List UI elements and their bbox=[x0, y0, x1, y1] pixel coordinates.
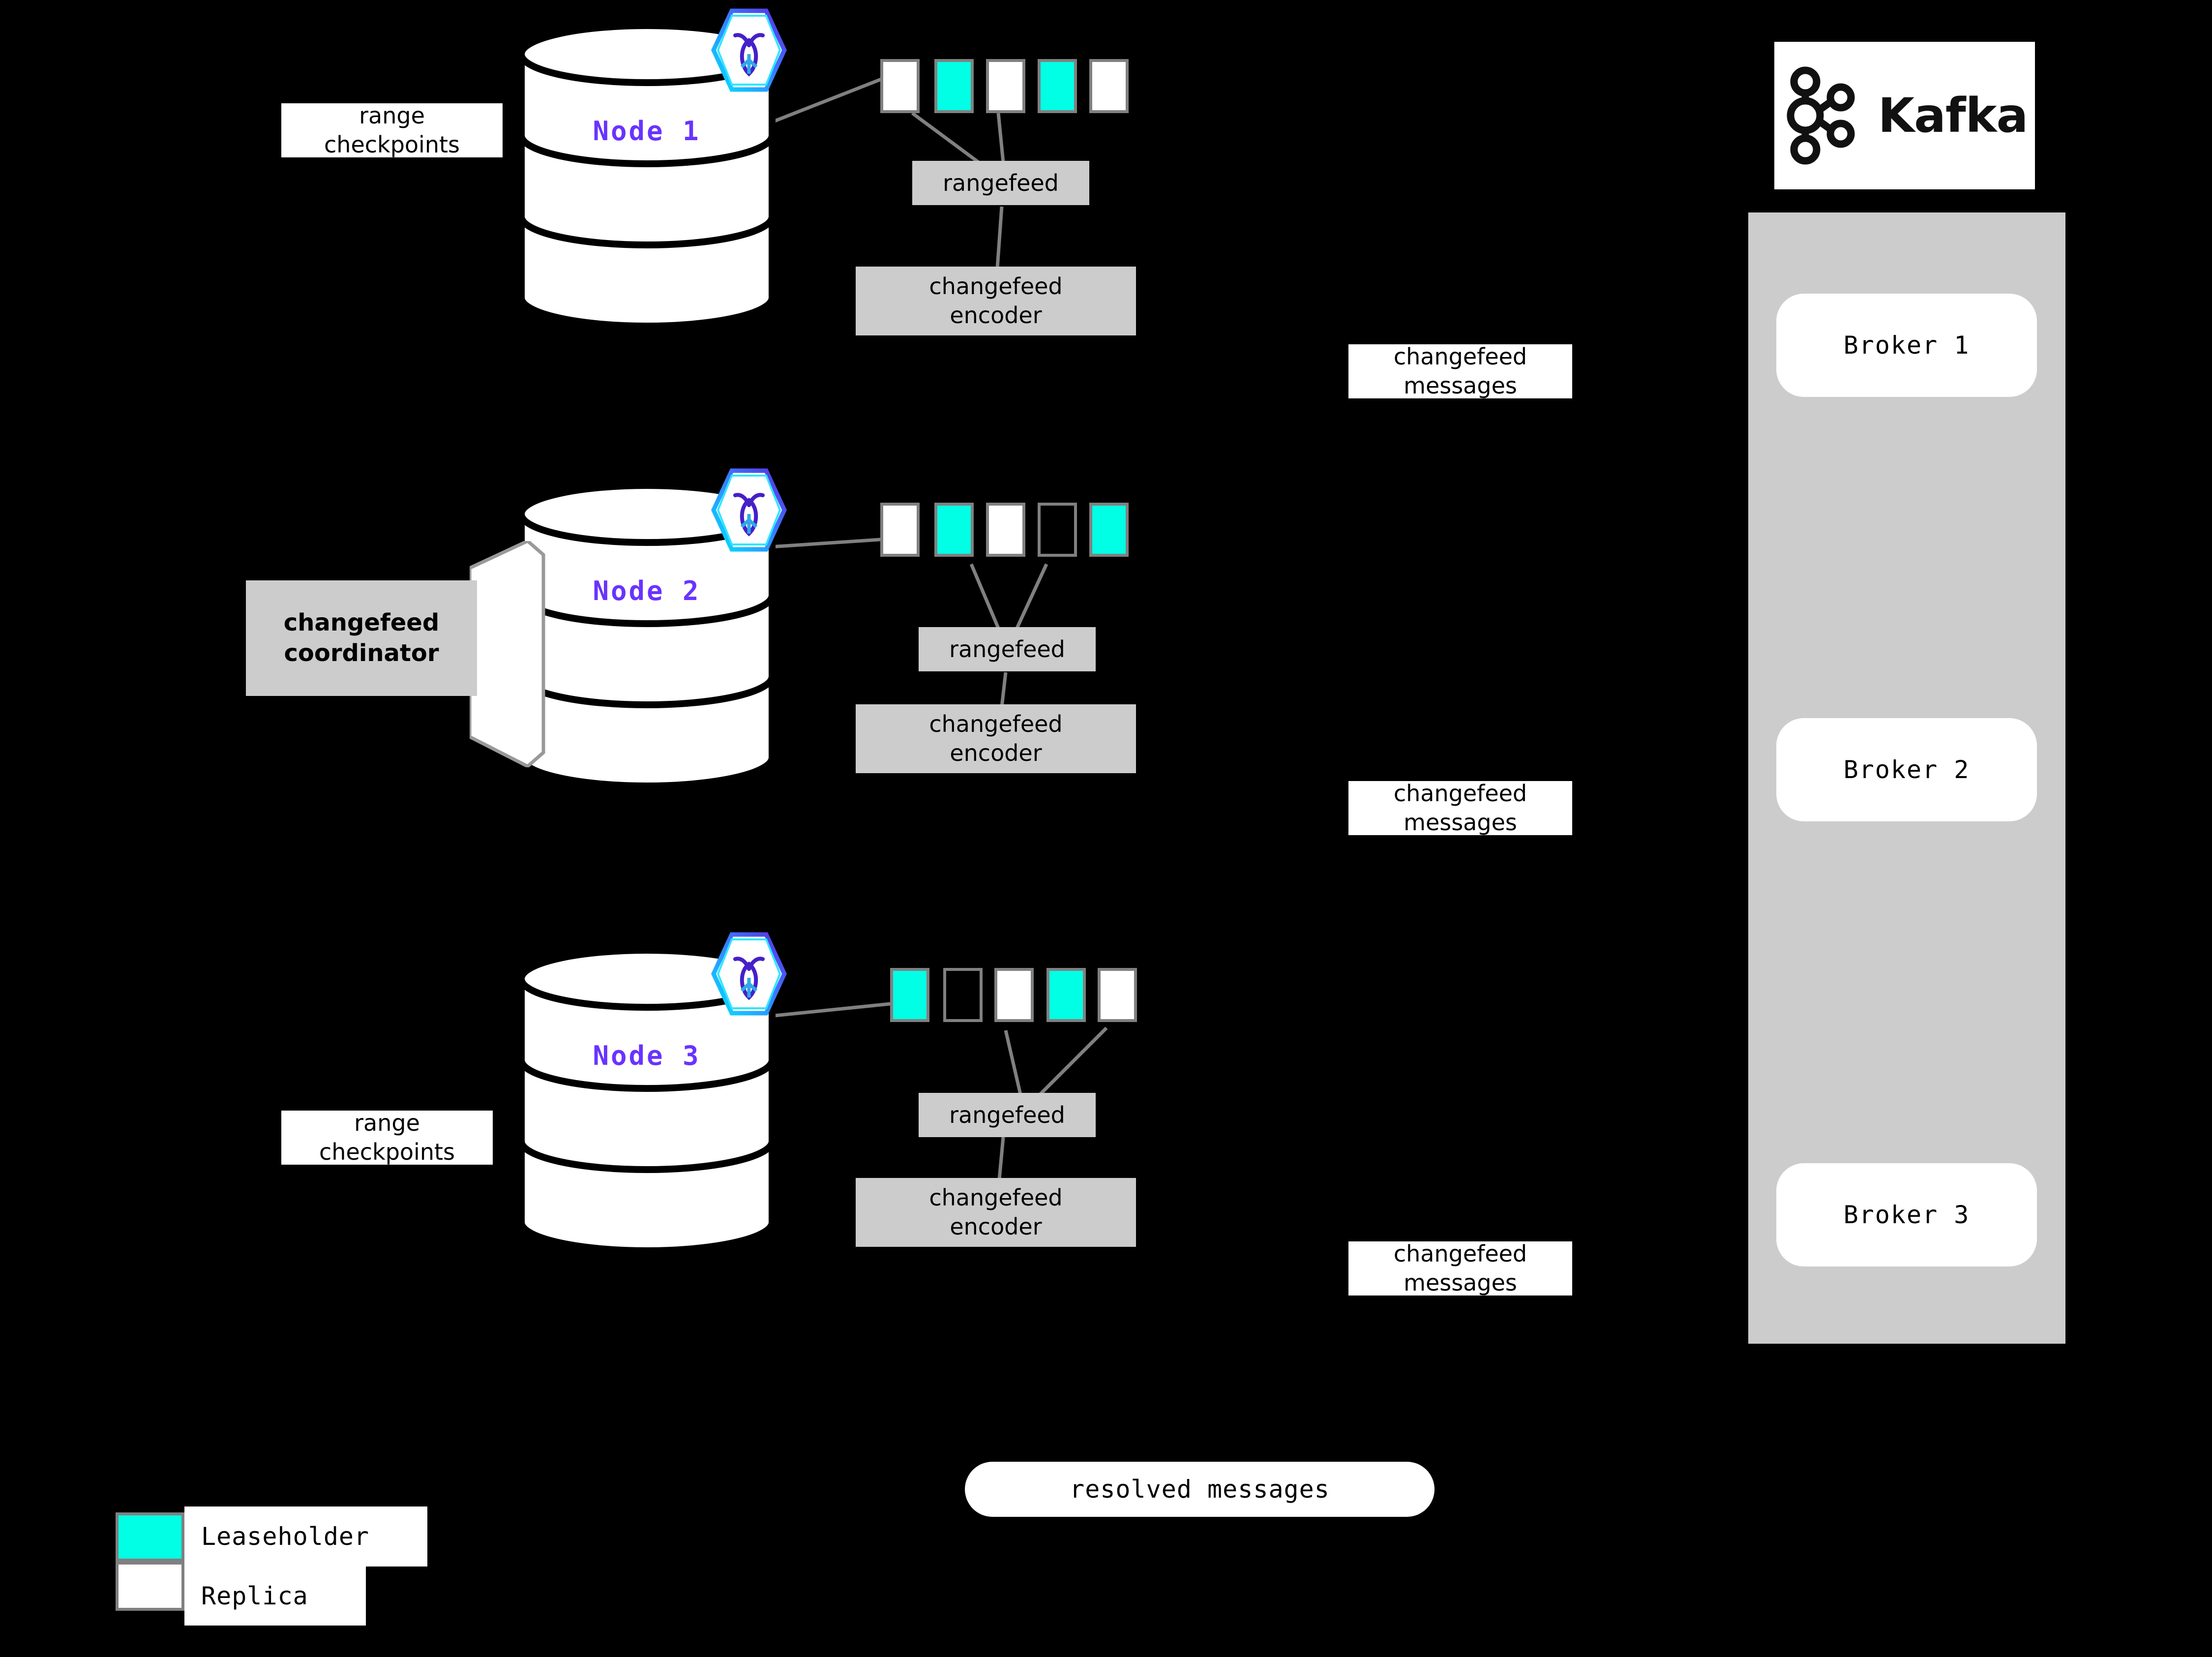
range-box[interactable] bbox=[934, 59, 974, 113]
range-box[interactable] bbox=[890, 968, 929, 1022]
node3-label: Node 3 bbox=[593, 1040, 701, 1071]
range-box[interactable] bbox=[994, 968, 1034, 1022]
range-box[interactable] bbox=[1089, 59, 1129, 113]
node2-cylinder: Node 2 bbox=[516, 484, 777, 789]
changefeed-messages-label-1: changefeed messages bbox=[1348, 343, 1572, 399]
range-box[interactable] bbox=[986, 59, 1025, 113]
range-box[interactable] bbox=[1038, 503, 1077, 557]
node2-label: Node 2 bbox=[593, 575, 701, 606]
cockroachdb-logo-icon bbox=[707, 5, 791, 96]
cockroachdb-logo-icon bbox=[707, 929, 791, 1020]
node3-changefeed-encoder-box[interactable]: changefeed encoder bbox=[856, 1178, 1136, 1247]
range-box[interactable] bbox=[1098, 968, 1137, 1022]
node1-rangefeed-box[interactable]: rangefeed bbox=[912, 161, 1089, 205]
node2-rangefeed-box[interactable]: rangefeed bbox=[919, 627, 1096, 671]
legend-swatches bbox=[116, 1512, 184, 1611]
cockroachdb-logo-icon bbox=[707, 465, 791, 556]
node3-range-checkpoints-label: range checkpoints bbox=[281, 1110, 493, 1165]
node3-cylinder: Node 3 bbox=[516, 949, 777, 1254]
range-box[interactable] bbox=[1046, 968, 1086, 1022]
changefeed-coordinator-box[interactable]: changefeed coordinator bbox=[246, 580, 477, 696]
kafka-mark-icon bbox=[1787, 66, 1855, 165]
node1-cylinder: Node 1 bbox=[516, 25, 777, 330]
legend-swatch-leaseholder bbox=[116, 1512, 184, 1562]
resolved-messages-pill[interactable]: resolved messages bbox=[965, 1462, 1435, 1517]
node2-changefeed-encoder-box[interactable]: changefeed encoder bbox=[856, 704, 1136, 773]
node1-changefeed-encoder-box[interactable]: changefeed encoder bbox=[856, 267, 1136, 335]
broker-1[interactable]: Broker 1 bbox=[1776, 294, 2037, 397]
legend-label-replica: Replica bbox=[184, 1567, 366, 1626]
legend-swatch-replica bbox=[116, 1562, 184, 1611]
range-box[interactable] bbox=[934, 503, 974, 557]
range-box[interactable] bbox=[1038, 59, 1077, 113]
range-box[interactable] bbox=[986, 503, 1025, 557]
kafka-wordmark: Kafka bbox=[1878, 88, 2029, 143]
legend-label-leaseholder: Leaseholder bbox=[184, 1506, 427, 1567]
node3-rangefeed-box[interactable]: rangefeed bbox=[919, 1093, 1096, 1137]
changefeed-messages-label-2: changefeed messages bbox=[1348, 780, 1572, 836]
coordinator-wedge-icon bbox=[468, 539, 548, 769]
node1-label: Node 1 bbox=[593, 116, 701, 147]
range-box[interactable] bbox=[1089, 503, 1129, 557]
changefeed-messages-label-3: changefeed messages bbox=[1348, 1240, 1572, 1296]
node1-range-checkpoints-label: range checkpoints bbox=[281, 102, 503, 158]
broker-3[interactable]: Broker 3 bbox=[1776, 1163, 2037, 1266]
range-box[interactable] bbox=[943, 968, 983, 1022]
range-box[interactable] bbox=[880, 503, 920, 557]
kafka-logo-icon: Kafka bbox=[1774, 42, 2035, 189]
broker-2[interactable]: Broker 2 bbox=[1776, 718, 2037, 821]
range-box[interactable] bbox=[880, 59, 920, 113]
